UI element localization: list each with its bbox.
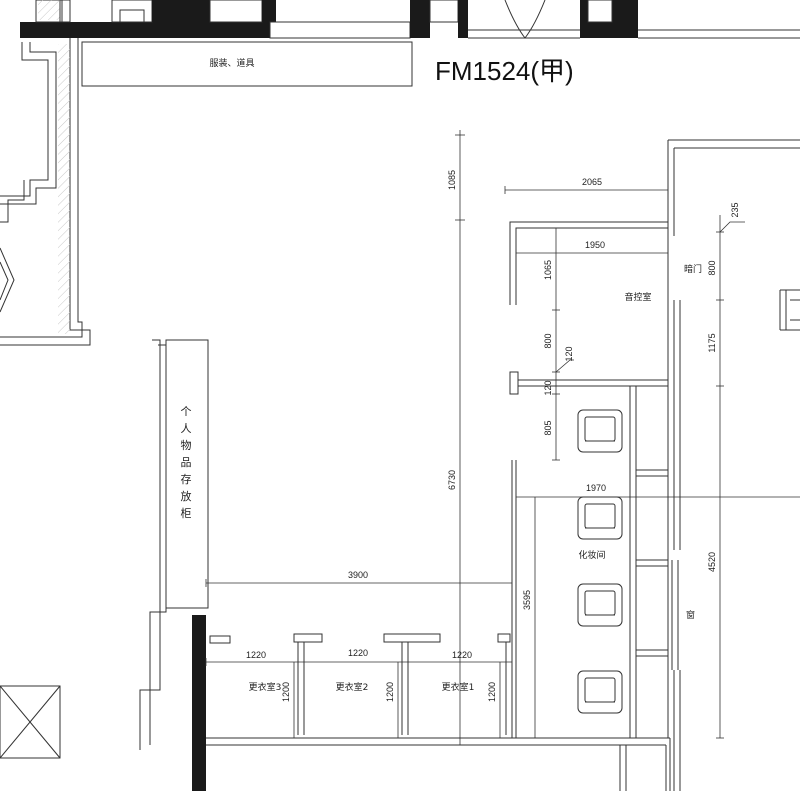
dressing-room-1-label: 更衣室1 bbox=[442, 681, 475, 693]
makeup-chairs bbox=[577, 409, 623, 714]
dim-3595: 3595 bbox=[522, 590, 532, 610]
window-label: 窗 bbox=[686, 609, 695, 621]
left-wall bbox=[0, 38, 91, 346]
svg-text:个: 个 bbox=[181, 405, 192, 418]
makeup-chair-1 bbox=[577, 409, 623, 453]
dimension-labels: 1085 6730 2065 1950 1065 800 120 120 805… bbox=[246, 170, 740, 702]
personal-storage-cabinet bbox=[139, 339, 209, 750]
sound-control-room bbox=[509, 221, 668, 395]
dim-3900: 3900 bbox=[348, 570, 368, 580]
dressing-partitions bbox=[209, 460, 517, 738]
dim-1200a: 1200 bbox=[281, 682, 291, 702]
dark-door-label: 暗门 bbox=[684, 263, 702, 275]
svg-text:存: 存 bbox=[181, 472, 192, 486]
dim-1175: 1175 bbox=[707, 333, 717, 352]
dim-2065: 2065 bbox=[582, 177, 602, 187]
dressing-room-3-label: 更衣室3 bbox=[249, 681, 282, 693]
dim-235: 235 bbox=[730, 202, 740, 217]
dim-120b: 120 bbox=[543, 380, 553, 395]
makeup-counter bbox=[629, 386, 668, 738]
dim-1950: 1950 bbox=[585, 240, 605, 250]
svg-text:放: 放 bbox=[181, 489, 192, 503]
svg-text:品: 品 bbox=[181, 456, 192, 469]
dim-1220b: 1220 bbox=[348, 648, 368, 658]
right-wall bbox=[667, 139, 800, 791]
door-code-label: FM1524(甲) bbox=[435, 56, 574, 86]
dim-1200b: 1200 bbox=[385, 682, 395, 702]
dim-800b: 800 bbox=[707, 260, 717, 275]
makeup-chair-3 bbox=[577, 583, 623, 627]
svg-text:人: 人 bbox=[181, 422, 192, 435]
dim-1220c: 1220 bbox=[452, 650, 472, 660]
dim-120a: 120 bbox=[564, 346, 574, 361]
dim-1200c: 1200 bbox=[487, 682, 497, 702]
sound-control-label: 音控室 bbox=[624, 291, 651, 303]
dimension-lines bbox=[205, 130, 800, 746]
personal-storage-label: 个 人 物 品 存 放 柜 bbox=[181, 405, 192, 520]
makeup-chair-4 bbox=[577, 670, 623, 714]
dim-805: 805 bbox=[543, 420, 553, 435]
dim-1220a: 1220 bbox=[246, 650, 266, 660]
svg-text:柜: 柜 bbox=[181, 507, 192, 520]
dim-1970: 1970 bbox=[586, 483, 606, 493]
svg-text:物: 物 bbox=[181, 438, 192, 452]
dim-4520: 4520 bbox=[707, 552, 717, 572]
dim-1065: 1065 bbox=[543, 260, 553, 280]
dressing-west-wall bbox=[192, 615, 206, 791]
costume-props-counter bbox=[81, 41, 413, 87]
dim-6730: 6730 bbox=[447, 470, 457, 490]
dim-800a: 800 bbox=[543, 333, 553, 348]
dressing-bottom-wall bbox=[206, 737, 671, 791]
stage-fixture-right bbox=[779, 289, 800, 331]
costume-props-label: 服装、道具 bbox=[209, 57, 254, 69]
dressing-room-2-label: 更衣室2 bbox=[336, 681, 369, 693]
bottom-left-fixture bbox=[0, 685, 61, 759]
makeup-room-label: 化妆间 bbox=[578, 549, 605, 561]
dim-1085: 1085 bbox=[447, 170, 457, 190]
top-wall bbox=[20, 0, 800, 39]
makeup-chair-2 bbox=[577, 496, 623, 540]
